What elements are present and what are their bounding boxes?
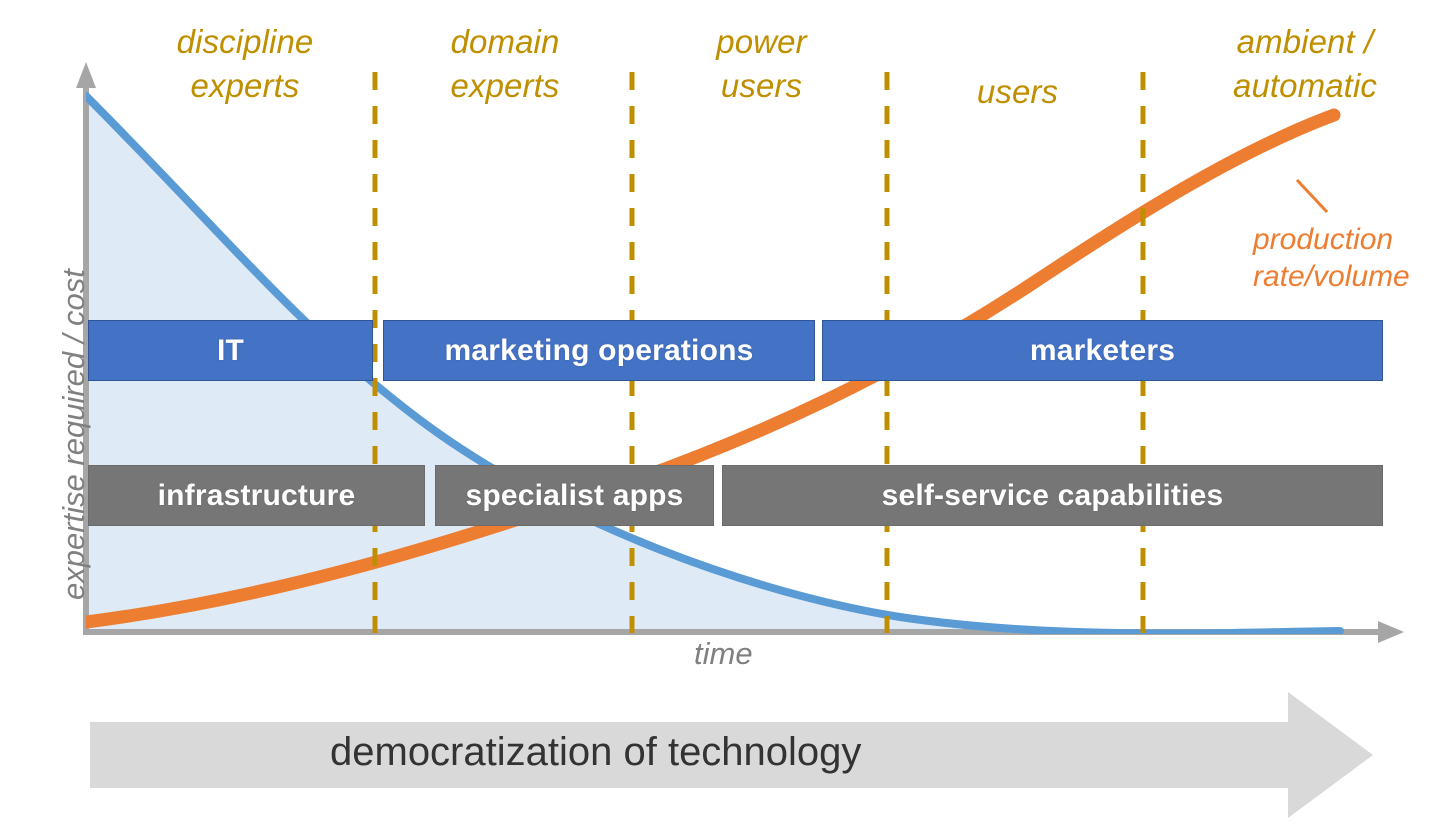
role-band-marketers-label: marketers xyxy=(1029,333,1176,367)
tech-band-infrastructure[interactable]: infrastructure xyxy=(88,465,425,526)
segment-label-domain-experts: domain experts xyxy=(450,23,560,104)
tech-band-specialist-apps-label: specialist apps xyxy=(465,478,684,512)
role-band-marketers[interactable]: marketers xyxy=(822,320,1383,381)
production-annotation-leader xyxy=(1295,178,1329,214)
segment-label-users: users xyxy=(976,73,1059,110)
role-band-it[interactable]: IT xyxy=(88,320,373,381)
y-axis xyxy=(76,62,96,632)
segment-label-discipline-experts: discipline experts xyxy=(176,23,314,104)
segment-label-power-users: power users xyxy=(716,23,807,104)
tech-band-infrastructure-label: infrastructure xyxy=(157,478,356,512)
role-band-marketing-operations-label: marketing operations xyxy=(444,333,754,367)
tech-band-specialist-apps[interactable]: specialist apps xyxy=(435,465,714,526)
democratization-banner-label: democratization of technology xyxy=(330,730,862,774)
tech-band-self-service-capabilities-label: self-service capabilities xyxy=(881,478,1224,512)
role-band-marketing-operations[interactable]: marketing operations xyxy=(383,320,815,381)
x-axis-title: time xyxy=(694,636,753,671)
expertise-curve xyxy=(86,92,1344,634)
role-band-it-label: IT xyxy=(216,333,245,367)
tech-band-self-service-capabilities[interactable]: self-service capabilities xyxy=(722,465,1383,526)
democratization-arrow-shape xyxy=(90,692,1373,818)
production-rate-annotation-label: production rate/volume xyxy=(1253,223,1410,293)
production-curve xyxy=(86,108,1341,629)
segment-label-ambient-automatic: ambient / automatic xyxy=(1233,23,1377,104)
y-axis-title: expertise required / cost xyxy=(56,269,91,600)
